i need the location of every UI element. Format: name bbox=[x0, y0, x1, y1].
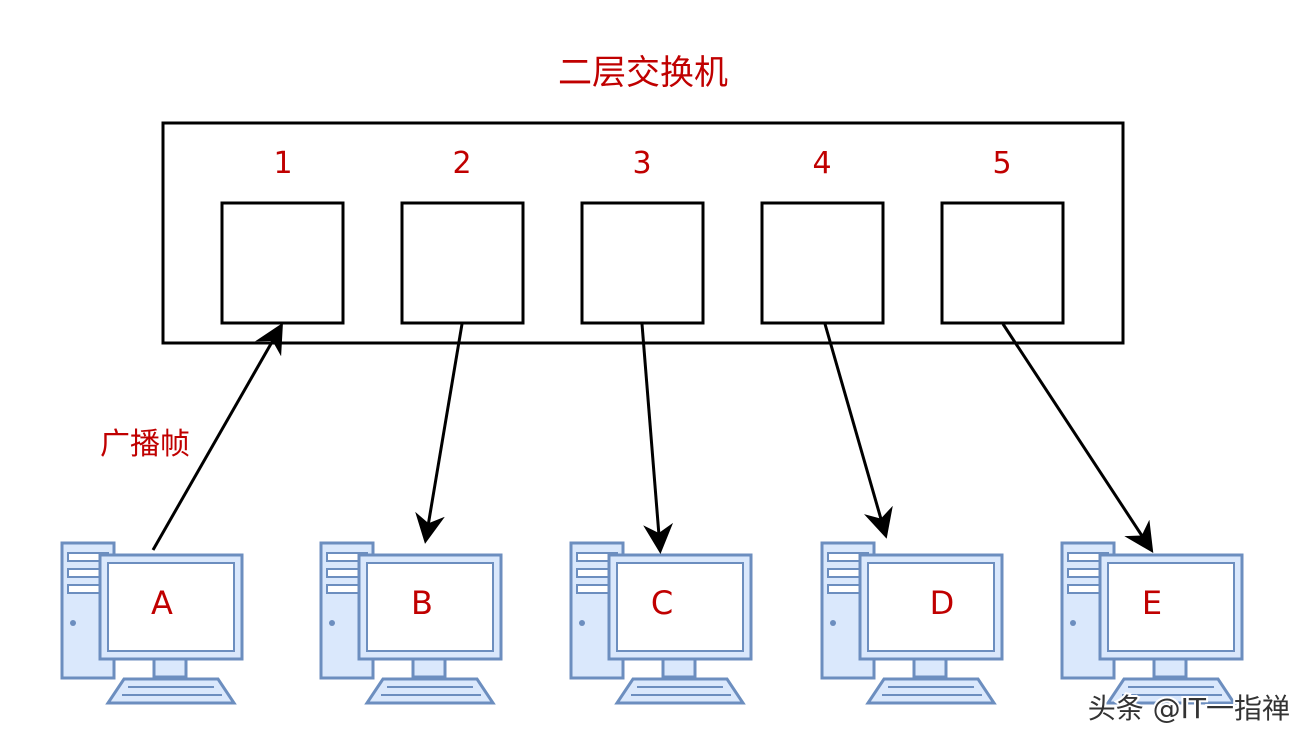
arrow-port4-to-d bbox=[823, 323, 893, 539]
port-label-4: 4 bbox=[812, 146, 831, 181]
computer-label-d: D bbox=[930, 584, 955, 622]
computer-label-e: E bbox=[1142, 584, 1162, 622]
computer-e bbox=[1060, 541, 1244, 705]
computer-label-a: A bbox=[151, 584, 173, 622]
arrow-a-to-port1 bbox=[151, 322, 283, 551]
arrow-port2-to-b bbox=[415, 323, 464, 544]
computer-label-c: C bbox=[651, 584, 673, 622]
port-box-1 bbox=[220, 201, 345, 325]
broadcast-frame-label: 广播帧 bbox=[100, 427, 190, 462]
diagram-title: 二层交换机 bbox=[558, 53, 728, 93]
computer-b bbox=[319, 541, 503, 705]
port-label-5: 5 bbox=[992, 146, 1011, 181]
computer-c bbox=[569, 541, 753, 705]
port-label-1: 1 bbox=[273, 146, 292, 181]
computer-d bbox=[820, 541, 1004, 705]
arrow-port3-to-c bbox=[640, 323, 674, 554]
port-box-5 bbox=[940, 201, 1065, 325]
port-box-2 bbox=[400, 201, 525, 325]
computer-label-b: B bbox=[411, 584, 433, 622]
watermark: 头条 @IT一指禅 bbox=[1088, 692, 1290, 725]
computer-a bbox=[60, 541, 244, 705]
port-label-3: 3 bbox=[632, 146, 651, 181]
port-box-3 bbox=[580, 201, 705, 325]
port-label-2: 2 bbox=[452, 146, 471, 181]
arrow-port5-to-e bbox=[1001, 323, 1154, 554]
port-box-4 bbox=[760, 201, 885, 325]
